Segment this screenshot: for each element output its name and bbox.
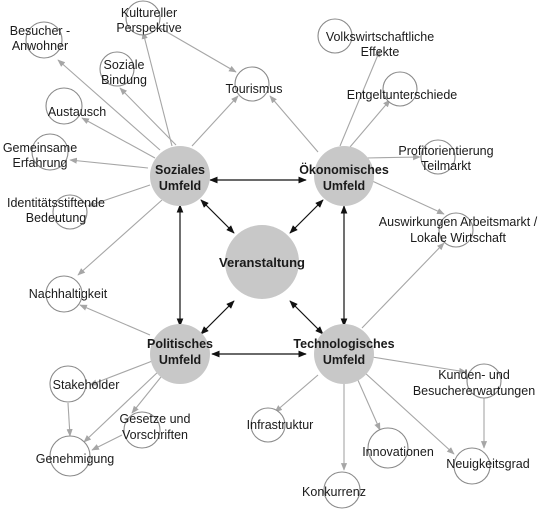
hub-sozial — [150, 146, 210, 206]
leaf-circle-kultur — [125, 0, 161, 36]
leaf-kunden-label-2: Besuchererwartungen — [413, 384, 535, 398]
core-arrows — [176, 176, 348, 358]
arrow-tech-kunden — [371, 356, 467, 374]
arrow-sozial-austausch — [81, 117, 156, 159]
arrow-oeko-center — [289, 199, 324, 234]
arrow-oeko-tourismus — [269, 95, 319, 153]
leaf-circle-entgelt — [382, 71, 418, 107]
arrow-tech-center — [289, 300, 324, 335]
arrow-sozial-nachhaltig — [77, 199, 163, 276]
arrow-tech-infra — [274, 374, 319, 413]
hub-tech-label-2: Umfeld — [323, 353, 365, 367]
leaf-genehmigung-label: Genehmigung — [36, 452, 115, 466]
arrow-stakeholder-genehmigung — [66, 402, 73, 437]
arrow-polit-stakeholder — [89, 359, 156, 386]
hub-sozial-label-2: Umfeld — [159, 179, 201, 193]
leaf-gesetze-label-1: Gesetze und — [120, 412, 191, 426]
gray-arrows — [57, 27, 488, 471]
leaf-stakeholder-label: Stakeholder — [53, 378, 120, 392]
leaf-tourismus-label: Tourismus — [226, 82, 283, 96]
leaf-circle-arbeitsmarkt — [438, 212, 474, 248]
leaf-circle-bindung — [99, 51, 135, 87]
arrow-polit-gesetze — [131, 371, 166, 414]
arrow-oeko-profit — [365, 154, 421, 161]
leaf-labels: Besucher - Anwohner Kultureller Perspekt… — [3, 6, 538, 499]
leaf-circle-tourismus — [234, 66, 270, 102]
leaf-gemeinsam-label-2: Erfahrung — [13, 156, 68, 170]
leaf-circle-nachhaltig — [45, 275, 83, 313]
arrow-oeko-entgelt — [349, 99, 391, 148]
leaf-circle-genehmigung — [49, 435, 91, 477]
leaf-infra-label: Infrastruktur — [247, 418, 314, 432]
leaf-circle-gemeinsam — [31, 133, 69, 171]
leaf-gesetze-label-2: Vorschriften — [122, 428, 188, 442]
leaf-arbeitsmarkt-label-1: Auswirkungen Arbeitsmarkt / — [379, 215, 538, 229]
arrow-tech-innov — [356, 377, 381, 431]
leaf-bindung-label-1: Soziale — [104, 58, 145, 72]
arrow-sozial-besucher — [57, 59, 161, 151]
arrow-polit-center — [200, 300, 235, 335]
leaf-circle-identitaet — [52, 194, 88, 230]
leaf-entgelt-label: Entgeltunterschiede — [347, 88, 458, 102]
hub-polit — [150, 324, 210, 384]
leaf-circle-konkurrenz — [323, 471, 361, 509]
arrow-kultur-tourismus — [159, 27, 237, 73]
arrow-polit-genehmigung — [83, 369, 161, 443]
leaf-circle-profit — [420, 139, 456, 175]
leaf-kunden-label-1: Kunden- und — [438, 368, 510, 382]
arrow-oeko-volkswirt — [339, 49, 381, 147]
hub-oeko-label-1: Ökonomisches — [299, 162, 389, 177]
leaf-circle-neuheit — [453, 447, 491, 485]
leaf-nodes — [25, 0, 502, 509]
leaf-innov-label: Innovationen — [362, 445, 434, 459]
leaf-identitaet-label-1: Identitätsstiftende — [7, 196, 105, 210]
leaf-volkswirt-label-1: Volkswirtschaftliche — [326, 30, 434, 44]
arrow-sozial-tourismus — [191, 95, 239, 147]
leaf-arbeitsmarkt-label-2: Lokale Wirtschaft — [410, 231, 506, 245]
leaf-circle-besucher — [25, 21, 63, 59]
leaf-identitaet-label-2: Bedeutung — [26, 211, 87, 225]
leaf-circle-austausch — [45, 87, 83, 125]
arrow-sozial-bindung — [119, 87, 177, 146]
leaf-kultur-label-2: Perspektive — [116, 21, 181, 35]
arrow-sozial-gemeinsam — [69, 157, 149, 169]
hub-polit-label-1: Politisches — [147, 337, 213, 351]
leaf-kultur-label-1: Kultureller — [121, 6, 177, 20]
center-node — [225, 225, 299, 299]
arrow-tech-neuheit — [363, 371, 455, 455]
leaf-circle-gesetze — [123, 411, 161, 449]
hub-tech-label-1: Technologisches — [293, 337, 394, 351]
center-label: Veranstaltung — [219, 255, 305, 270]
leaf-profit-label-2: Teilmarkt — [421, 159, 472, 173]
leaf-profit-label-1: Profitorientierung — [398, 144, 493, 158]
leaf-circle-innov — [367, 427, 409, 469]
leaf-circle-kunden — [466, 363, 502, 399]
leaf-besucher-label-2: Anwohner — [12, 39, 68, 53]
hub-oeko-label-2: Umfeld — [323, 179, 365, 193]
leaf-besucher-label-1: Besucher - — [10, 24, 70, 38]
leaf-nachhaltig-label: Nachhaltigkeit — [29, 287, 108, 301]
arrow-tech-arbeitsmarkt — [361, 242, 445, 329]
leaf-circle-infra — [250, 407, 286, 443]
arrow-polit-nachhaltig — [79, 304, 151, 336]
arrow-oeko-arbeitsmarkt — [369, 179, 445, 215]
leaf-konkurrenz-label: Konkurrenz — [302, 485, 366, 499]
hub-sozial-label-1: Soziales — [155, 163, 205, 177]
leaf-volkswirt-label-2: Effekte — [361, 45, 400, 59]
leaf-neuheit-label: Neuigkeitsgrad — [446, 457, 529, 471]
arrow-sozial-identitaet — [87, 184, 151, 207]
hub-nodes — [150, 146, 374, 384]
arrow-sozial-center — [200, 199, 235, 234]
leaf-circle-stakeholder — [49, 365, 87, 403]
leaf-gemeinsam-label-1: Gemeinsame — [3, 141, 77, 155]
leaf-bindung-label-2: Bindung — [101, 73, 147, 87]
leaf-austausch-label: Austausch — [48, 105, 106, 119]
hub-polit-label-2: Umfeld — [159, 353, 201, 367]
hub-tech — [314, 324, 374, 384]
hub-oeko — [314, 146, 374, 206]
arrow-gesetze-genehmigung — [91, 434, 123, 451]
leaf-circle-volkswirt — [317, 18, 353, 54]
arrow-sozial-kultur — [141, 31, 173, 147]
